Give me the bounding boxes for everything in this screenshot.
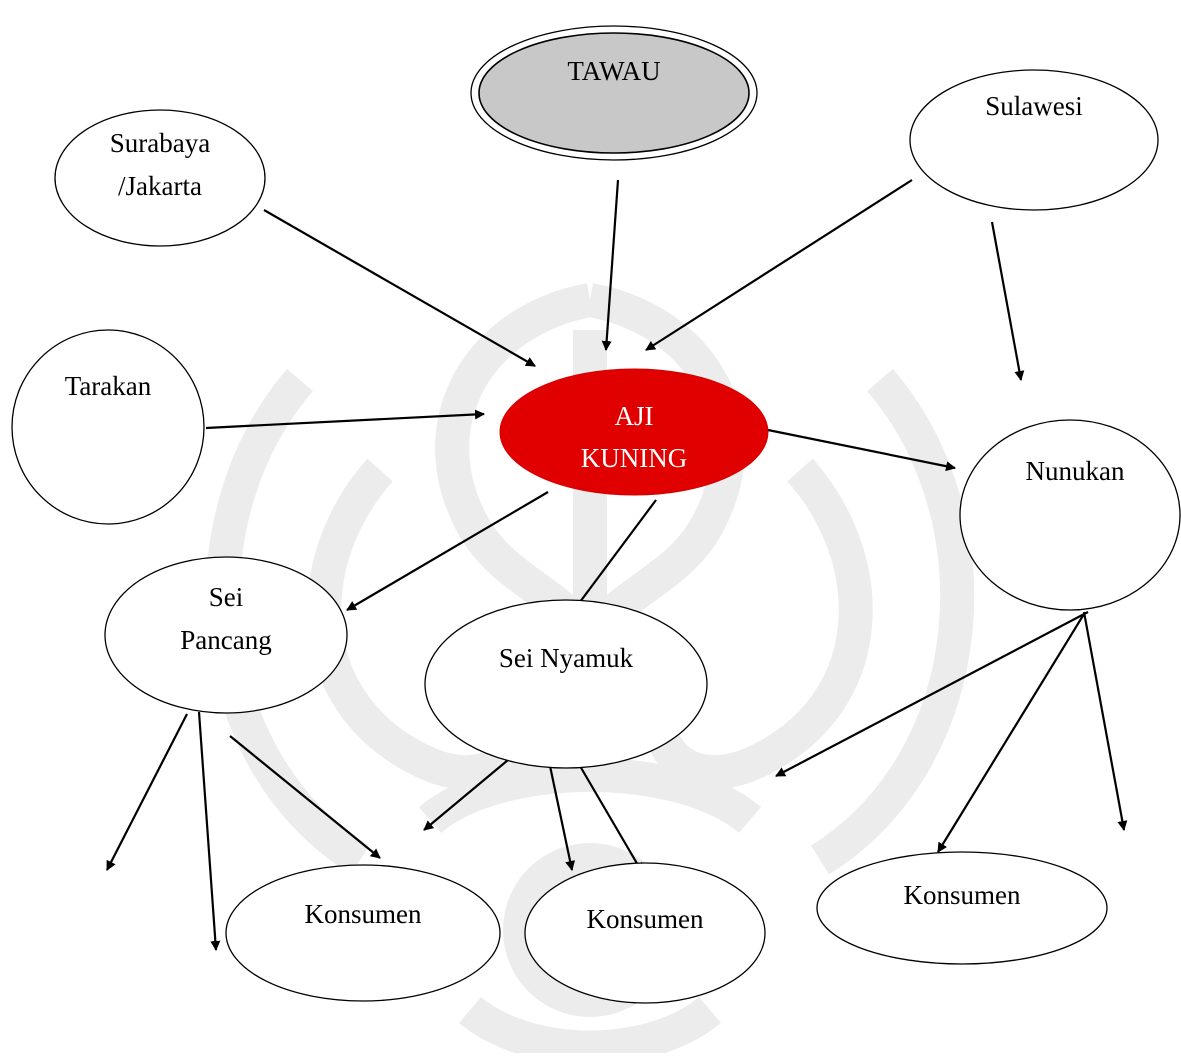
sei-nyamuk-label: Sei Nyamuk [499,643,634,673]
tawau-inner-ellipse [478,32,750,154]
konsumen-left-label: Konsumen [305,899,422,929]
node-tawau: TAWAU [470,25,758,161]
node-aji-kuning: AJI KUNING [499,368,769,496]
nunukan-ellipse [959,419,1181,611]
tawau-label: TAWAU [567,56,660,86]
tarakan-label: Tarakan [65,371,152,401]
watermark-right-wing [643,458,873,790]
surabaya-label-line1: Surabaya [110,128,210,158]
arrow-aji-kuning-to-sei-nyamuk [573,499,657,611]
watermark-base-arc [418,758,762,834]
arrow-tawau-to-aji-kuning [601,179,620,351]
sei-nyamuk-ellipse [424,599,708,769]
arrow-sei-pancang-out-2 [197,711,221,951]
aji-kuning-label-line1: AJI [615,401,654,431]
node-nunukan: Nunukan [959,419,1181,611]
watermark-left-petal [435,283,605,650]
node-surabaya-jakarta: Surabaya /Jakarta [54,109,266,247]
sei-pancang-ellipse [104,556,348,714]
arrow-sei-pancang-out-1 [106,713,188,871]
watermark-right-petal [575,283,745,650]
arrow-sulawesi-to-aji-kuning [645,179,913,351]
arrow-nunukan-out-right [1082,611,1128,831]
node-tarakan: Tarakan [11,329,205,525]
node-sei-nyamuk: Sei Nyamuk [424,599,708,769]
watermark-bottom-arc [459,996,721,1058]
node-sei-pancang: Sei Pancang [104,556,348,714]
sei-pancang-label-line1: Sei [209,582,244,612]
konsumen-center-ellipse [524,862,766,1004]
node-konsumen-left: Konsumen [225,864,501,1002]
arrow-sulawesi-to-nunukan [990,221,1025,381]
node-konsumen-center: Konsumen [524,862,766,1004]
arrow-sei-pancang-to-konsumen [229,735,381,859]
node-konsumen-right: Konsumen [816,851,1108,965]
konsumen-right-ellipse [816,851,1108,965]
konsumen-right-label: Konsumen [904,880,1021,910]
edges [106,179,1128,951]
arrow-sei-nyamuk-out-1 [423,759,509,831]
konsumen-left-ellipse [225,864,501,1002]
arrow-aji-kuning-to-sei-pancang [346,491,549,611]
sei-pancang-label-line2: Pancang [180,625,271,655]
sulawesi-label: Sulawesi [985,91,1083,121]
node-sulawesi: Sulawesi [909,69,1159,211]
tarakan-ellipse [11,329,205,525]
surabaya-jakarta-ellipse [54,109,266,247]
konsumen-center-label: Konsumen [587,904,704,934]
aji-kuning-label-line2: KUNING [581,443,687,473]
nunukan-label: Nunukan [1026,456,1125,486]
aji-kuning-ellipse [499,368,769,496]
arrow-tarakan-to-aji-kuning [205,409,485,430]
arrow-nunukan-to-konsumen [937,613,1085,853]
arrow-aji-kuning-to-nunukan [767,428,956,472]
watermark-left-wing [307,458,537,790]
watermark-right-outer [810,368,975,875]
arrow-sei-nyamuk-to-konsumen-2 [579,765,643,873]
surabaya-label-line2: /Jakarta [118,171,202,201]
arrow-nunukan-out-left [775,611,1089,777]
arrow-surabaya-to-aji-kuning [263,209,536,367]
sulawesi-ellipse [909,69,1159,211]
arrow-sei-nyamuk-to-konsumen-1 [548,765,576,871]
